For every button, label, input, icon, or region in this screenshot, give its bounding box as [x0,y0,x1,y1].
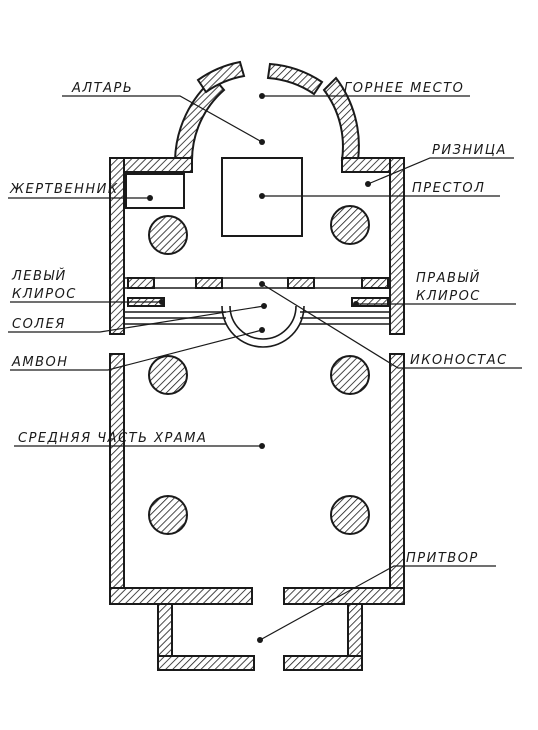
narthex-walls [157,603,363,671]
column [330,205,370,245]
column [330,495,370,535]
apse-walls [173,60,360,161]
narthex-right-bottom [283,655,363,671]
apse-wall-top-right [266,62,324,96]
label-prestol: ПРЕСТОЛ [412,181,485,196]
label-riznica: РИЗНИЦА [432,143,507,158]
labels: АЛТАРЬ ГОРНЕЕ МЕСТО РИЗНИЦА ЖЕРТВЕННИК П… [9,81,508,566]
label-ambon: АМВОН [11,355,69,370]
right-kliros-bench [351,297,389,307]
label-pritvor: ПРИТВОР [406,551,479,566]
label-pravy-kliros-2: КЛИРОС [416,289,481,304]
label-srednyaya-chast: СРЕДНЯЯ ЧАСТЬ ХРАМА [18,431,207,446]
label-gornee-mesto: ГОРНЕЕ МЕСТО [344,81,464,96]
wall-left-lower [109,353,125,605]
ambon [221,305,305,348]
wall-bottom-right [283,587,405,605]
kliros-benches [127,297,389,307]
label-zhertvennik: ЖЕРТВЕННИК [9,182,119,197]
wall-left-upper [109,157,125,335]
label-levy-kliros-2: КЛИРОС [12,287,77,302]
apse-wall-left [173,76,226,161]
apse-wall-top-left [196,60,246,94]
label-pravy-kliros-1: ПРАВЫЙ [416,270,481,286]
wall-bottom-left [109,587,253,605]
prestol-table [221,157,303,237]
column [148,495,188,535]
label-ikonostas: ИКОНОСТАС [410,353,508,368]
column [330,355,370,395]
column [148,215,188,255]
soleya [124,311,390,325]
wall-right-upper [389,157,405,335]
label-soleya: СОЛЕЯ [12,317,66,332]
column [148,355,188,395]
label-altar: АЛТАРЬ [71,81,133,96]
building-walls [109,157,405,605]
iconostasis [124,277,390,289]
leader-lines [8,93,522,643]
columns [148,205,370,535]
label-levy-kliros-1: ЛЕВЫЙ [11,268,67,284]
zhertvennik-table [125,173,185,209]
narthex-left-bottom [157,655,255,671]
